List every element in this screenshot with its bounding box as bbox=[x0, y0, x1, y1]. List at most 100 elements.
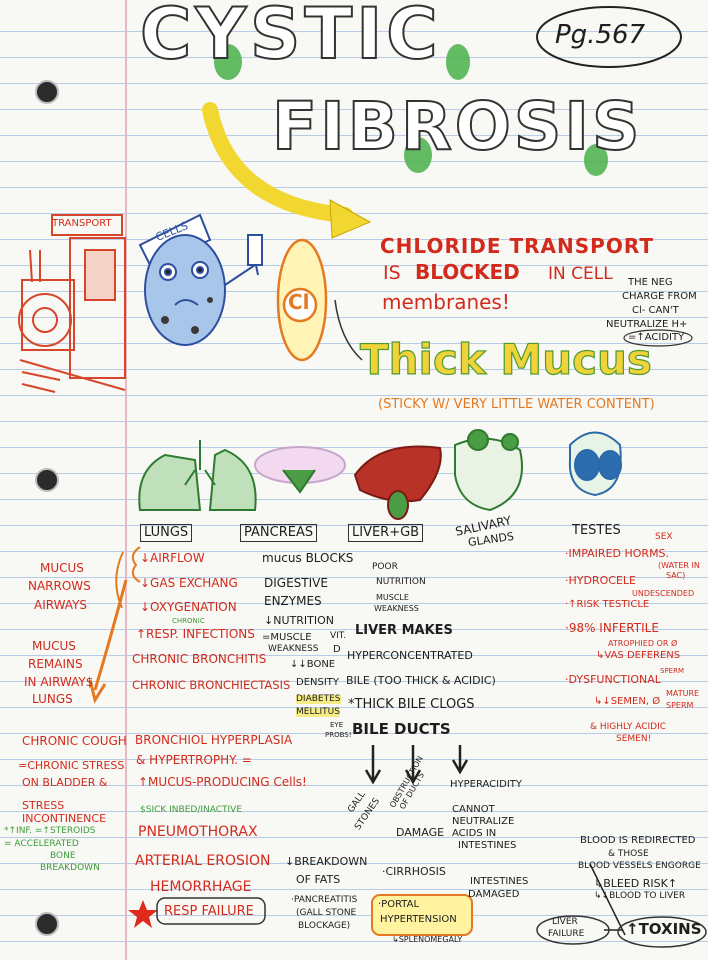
liver-item: INTESTINES bbox=[458, 841, 516, 852]
note-line: REMAINS bbox=[28, 658, 83, 671]
note-line: NARROWS bbox=[28, 580, 91, 593]
liver-item: WEAKNESS bbox=[374, 605, 419, 613]
in-cell-text: IN CELL bbox=[548, 266, 613, 284]
liver-item: MUSCLE bbox=[376, 594, 409, 602]
arrow bbox=[366, 745, 380, 782]
testes-item: (WATER IN bbox=[658, 562, 700, 570]
pancreas-item: ENZYMES bbox=[264, 595, 322, 608]
chloride-text: CHLORIDE TRANSPORT bbox=[380, 236, 654, 257]
note-line: IN AIRWAY$ bbox=[24, 676, 93, 689]
note-line: *↑INF. =↑STEROIDS bbox=[4, 827, 96, 836]
train-drawing bbox=[19, 215, 125, 392]
neg-charge-line: NEUTRALIZE H+ bbox=[606, 320, 687, 331]
salivary-drawing bbox=[455, 430, 522, 510]
note-line: LUNGS bbox=[32, 693, 73, 706]
testes-item: LIVER bbox=[552, 918, 578, 927]
testes-item: ↳BLEED RISK↑ bbox=[594, 878, 677, 890]
note-line: CHRONIC COUGH bbox=[22, 735, 127, 748]
lungs-item: ↑MUCUS-PRODUCING Cells! bbox=[138, 776, 307, 789]
note-line: MUCUS bbox=[32, 640, 76, 653]
testes-item: ·DYSFUNCTIONAL bbox=[565, 674, 661, 686]
testes-item: ·IMPAIRED HORMS. bbox=[565, 548, 669, 560]
testes-item: ·HYDROCELE bbox=[565, 575, 636, 587]
red-star bbox=[128, 900, 158, 928]
testes-item: ↳↓SEMEN, Ø bbox=[594, 697, 660, 708]
liver-item: HYPERCONCENTRATED bbox=[347, 650, 473, 662]
membranes-text: membranes! bbox=[382, 292, 510, 313]
is-text: IS bbox=[383, 264, 401, 284]
liver-item: LIVER MAKES bbox=[355, 624, 453, 638]
pancreas-item: VIT. bbox=[330, 632, 346, 641]
testes-item: & THOSE bbox=[608, 850, 649, 859]
sticky-text: (STICKY W/ VERY LITTLE WATER CONTENT) bbox=[378, 398, 655, 412]
blocked-text: BLOCKED bbox=[415, 262, 520, 283]
cl-label: Cl bbox=[288, 292, 310, 313]
note-line: AIRWAYS bbox=[34, 599, 87, 612]
neg-charge-line: Cl- CAN'T bbox=[632, 306, 679, 317]
bracket bbox=[133, 547, 140, 582]
liver-item: *THICK BILE CLOGS bbox=[348, 698, 475, 712]
lungs-drawing bbox=[139, 440, 255, 510]
arrow bbox=[95, 580, 126, 690]
liver-drawing bbox=[355, 447, 441, 519]
testes-item: ↳↓BLOOD TO LIVER bbox=[594, 892, 685, 901]
testes-item: BLOOD VESSELS ENGORGE bbox=[578, 862, 701, 871]
liver-item: DAMAGED bbox=[468, 890, 519, 901]
lungs-heading: LUNGS bbox=[140, 524, 192, 542]
testes-item: SEX bbox=[655, 533, 673, 542]
pancreas-item: =MUSCLE bbox=[262, 633, 312, 644]
liver-item: HYPERACIDITY bbox=[450, 780, 522, 791]
yellow-arrow-head bbox=[330, 200, 370, 238]
pancreas-item: ↓↓BONE bbox=[290, 660, 335, 671]
pancreas-item: mucus BLOCKS bbox=[262, 552, 353, 565]
pancreas-item: DENSITY bbox=[296, 678, 339, 689]
liver-item: ↳SPLENOMEGALY bbox=[392, 936, 462, 944]
pancreas-item: D bbox=[333, 645, 341, 656]
lungs-item: CHRONIC BRONCHIECTASIS bbox=[132, 679, 290, 691]
transport-label: TRANSPORT bbox=[52, 219, 112, 230]
liver-item: INTESTINES bbox=[470, 877, 528, 888]
neg-charge-line: CHARGE FROM bbox=[622, 292, 697, 303]
testes-item: MATURE bbox=[666, 690, 699, 698]
arrow bbox=[335, 300, 362, 360]
note-line: MUCUS bbox=[40, 562, 84, 575]
liver-item: NUTRITION bbox=[376, 578, 426, 587]
liver-item: CANNOT bbox=[452, 805, 495, 816]
pancreas-item: DIABETES bbox=[296, 695, 341, 704]
pancreas-item: MELLITUS bbox=[296, 708, 340, 717]
note-line: ON BLADDER & bbox=[22, 777, 107, 789]
lungs-item: & HYPERTROPHY. = bbox=[136, 754, 252, 767]
lungs-item: ↓OXYGENATION bbox=[140, 601, 237, 614]
lungs-item: BRONCHIOL HYPERPLASIA bbox=[135, 734, 292, 747]
arrow bbox=[453, 745, 467, 772]
liver-item: OF FATS bbox=[296, 874, 340, 886]
pancreas-drawing bbox=[255, 447, 345, 492]
liver-item: ↓BREAKDOWN bbox=[285, 856, 367, 868]
testes-item: FAILURE bbox=[548, 930, 584, 939]
lungs-item: CHRONIC BRONCHITIS bbox=[132, 653, 266, 666]
title-line1: CYSTIC bbox=[140, 0, 442, 72]
liver-item: BILE DUCTS bbox=[352, 722, 451, 738]
testes-item: & HIGHLY ACIDIC bbox=[590, 723, 666, 732]
title-green-fill bbox=[446, 44, 470, 80]
liver-item: ·CIRRHOSIS bbox=[382, 866, 446, 878]
testes-item: UNDESCENDED bbox=[632, 590, 694, 598]
pancreas-item: EYE bbox=[330, 722, 343, 729]
testes-drawing bbox=[570, 433, 621, 496]
liver-item: ·PORTAL bbox=[378, 900, 419, 911]
testes-heading: TESTES bbox=[572, 524, 621, 538]
note-line: = ACCELERATED bbox=[4, 840, 79, 849]
lungs-item: ↑RESP. INFECTIONS bbox=[136, 628, 255, 641]
title-line2: FIBROSIS bbox=[272, 92, 643, 161]
thick-mucus-text: Thick Mucus bbox=[360, 338, 652, 382]
testes-item: SPERM bbox=[660, 668, 684, 675]
liver-item: (GALL STONE bbox=[296, 909, 356, 918]
lungs-item: $SICK INBED/INACTIVE bbox=[140, 806, 242, 815]
note-line: BONE bbox=[50, 852, 76, 861]
testes-item: SEMEN! bbox=[616, 735, 651, 744]
note-line: BREAKDOWN bbox=[40, 864, 100, 873]
testes-item: ·98% INFERTILE bbox=[565, 622, 659, 635]
lungs-item: PNEUMOTHORAX bbox=[138, 825, 258, 840]
testes-item: SPERM bbox=[666, 702, 693, 710]
